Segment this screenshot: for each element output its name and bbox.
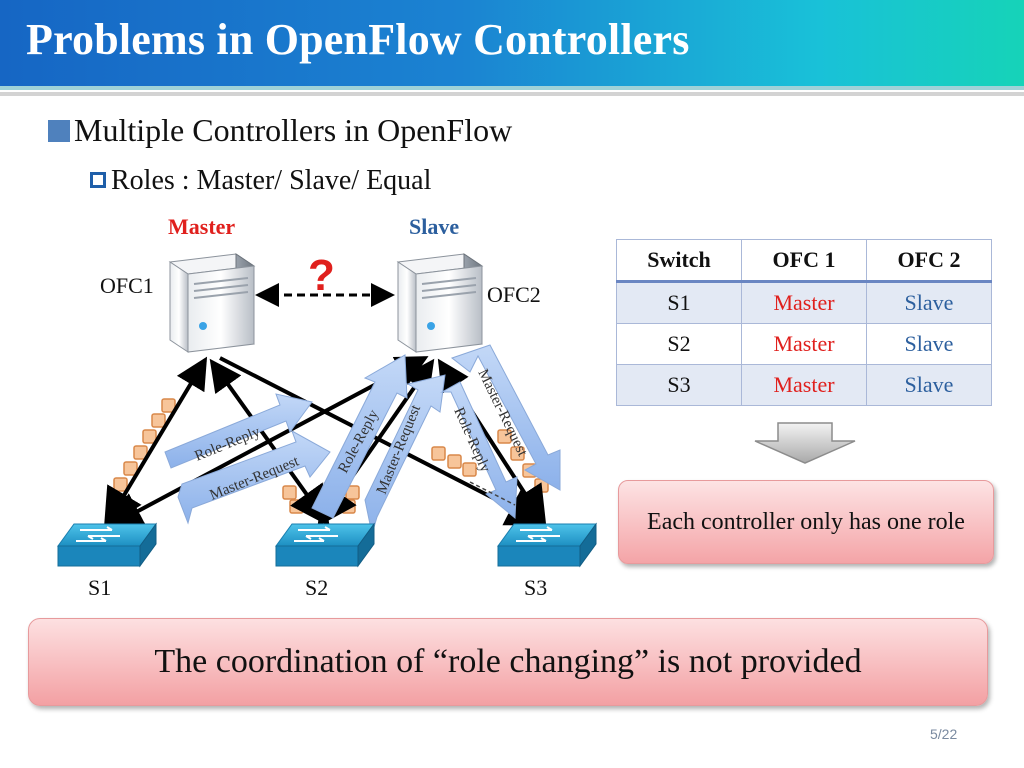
dashed-link-s3: [469, 481, 516, 506]
switch-s3-icon: [497, 522, 597, 568]
conclusion-callout: The coordination of “role changing” is n…: [28, 618, 988, 706]
page-number: 5/22: [930, 726, 958, 742]
question-mark: ?: [308, 251, 335, 300]
switch-s1-icon: [57, 522, 157, 568]
label-ofc1: OFC1: [100, 273, 154, 298]
table-header: OFC 1: [741, 239, 867, 283]
table-row: S1 Master Slave: [616, 281, 992, 324]
table-header-row: Switch OFC 1 OFC 2: [616, 239, 992, 283]
bullet-level2: Roles : Master/ Slave/ Equal: [90, 165, 431, 197]
server-ofc1-icon: [168, 253, 256, 353]
table-cell-switch: S3: [616, 364, 742, 406]
slide-title: Problems in OpenFlow Controllers: [26, 15, 690, 64]
table-cell-ofc1: Master: [741, 281, 867, 324]
conclusion-text: The coordination of “role changing” is n…: [154, 643, 862, 680]
switch-s2-icon: [275, 522, 375, 568]
label-master: Master: [168, 214, 236, 239]
role-table: Switch OFC 1 OFC 2 S1 Master Slave S2 Ma…: [616, 239, 992, 406]
table-header: Switch: [616, 239, 742, 283]
table-row: S3 Master Slave: [616, 364, 992, 406]
table-cell-ofc1: Master: [741, 323, 867, 365]
title-divider-gray: [0, 92, 1024, 96]
title-bar: Problems in OpenFlow Controllers: [0, 0, 1024, 86]
label-s2: S2: [305, 575, 329, 600]
bullet2-text: Roles : Master/ Slave/ Equal: [111, 165, 432, 196]
table-cell-ofc2: Slave: [866, 364, 992, 406]
server-ofc2-icon: [396, 253, 484, 353]
table-header: OFC 2: [866, 239, 992, 283]
table-cell-switch: S1: [616, 281, 742, 324]
table-cell-ofc1: Master: [741, 364, 867, 406]
label-s3: S3: [524, 575, 548, 600]
label-ofc2: OFC2: [487, 282, 541, 307]
table-row: S2 Master Slave: [616, 323, 992, 365]
note-callout: Each controller only has one role: [618, 480, 994, 564]
hollow-square-bullet-icon: [90, 171, 106, 188]
label-s1: S1: [88, 575, 112, 600]
bullet1-text: Multiple Controllers in OpenFlow: [74, 112, 513, 148]
table-cell-ofc2: Slave: [866, 281, 992, 324]
table-cell-ofc2: Slave: [866, 323, 992, 365]
square-bullet-icon: [48, 119, 70, 142]
down-arrow-icon: [754, 422, 856, 464]
table-cell-switch: S2: [616, 323, 742, 365]
label-slave: Slave: [409, 214, 460, 239]
note-text: Each controller only has one role: [647, 508, 965, 535]
bullet-level1: Multiple Controllers in OpenFlow: [48, 112, 512, 149]
title-divider-teal: [0, 86, 1024, 90]
